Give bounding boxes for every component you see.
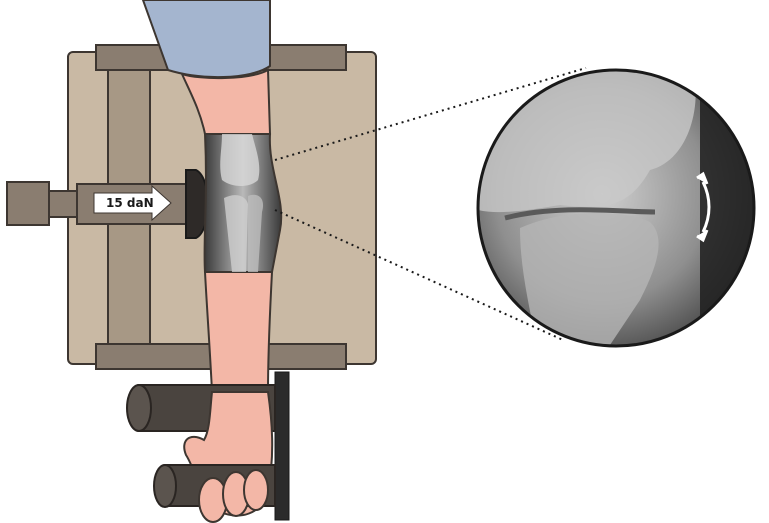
support-post	[275, 372, 289, 520]
plunger-rod	[49, 191, 77, 217]
forearm	[205, 272, 272, 392]
elbow-xray-window	[205, 134, 282, 272]
plunger-knob	[7, 182, 49, 225]
force-label: 15 daN	[106, 196, 154, 210]
humerus-shadow	[220, 134, 259, 186]
fingers	[199, 470, 268, 522]
magnified-xray	[470, 60, 760, 360]
